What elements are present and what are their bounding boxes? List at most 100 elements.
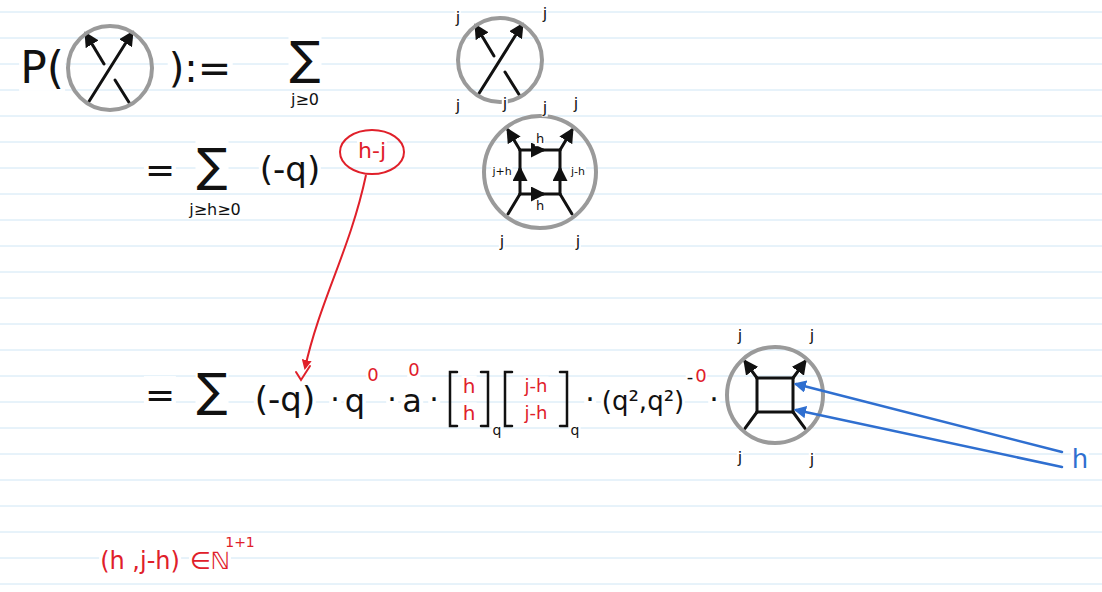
stroke: [757, 377, 793, 380]
stroke: [757, 411, 793, 414]
math-label: 1+1: [224, 535, 256, 550]
check-mark: [296, 366, 310, 380]
stroke: [745, 362, 757, 378]
math-label: a: [401, 385, 423, 419]
bracket: [450, 372, 457, 426]
math-label: j: [575, 234, 581, 251]
math-label: j: [809, 328, 815, 345]
web: [745, 362, 805, 429]
math-label: h-j: [357, 139, 387, 162]
math-label: j-h: [524, 404, 549, 423]
stroke: [560, 130, 572, 150]
stroke: [508, 194, 520, 214]
math-label: (-q): [259, 152, 321, 188]
math-label: h: [462, 403, 477, 424]
math-label: q: [570, 423, 581, 438]
math-label: j-h: [570, 166, 586, 178]
stroke: [559, 150, 562, 194]
ruled-line: [0, 246, 1102, 247]
under-strand: [86, 34, 104, 64]
ruled-line: [0, 532, 1102, 533]
math-label: =: [144, 151, 176, 189]
stroke: [519, 169, 522, 176]
stroke: [559, 169, 562, 176]
math-label: 0: [694, 367, 707, 386]
ruled-line: [0, 38, 1102, 39]
crossing: [86, 33, 132, 104]
stroke: [793, 412, 805, 428]
stroke: [536, 149, 543, 152]
ruled-line: [0, 350, 1102, 351]
disk-boundary: [68, 26, 152, 110]
stroke: [756, 378, 759, 412]
math-label: ):=: [168, 47, 233, 89]
math-label: 0: [366, 366, 379, 385]
math-label: ·: [708, 384, 720, 416]
stroke: [536, 193, 543, 196]
math-label: j≥0: [290, 92, 320, 109]
math-label: j: [737, 450, 743, 467]
math-label: j: [455, 98, 461, 115]
math-label: h: [535, 132, 545, 146]
math-label: ∑: [196, 366, 229, 414]
math-label: 0: [407, 361, 420, 380]
ruled-line: [0, 272, 1102, 273]
math-label: ∑: [196, 141, 229, 189]
ruled-line: [0, 90, 1102, 91]
math-label: j: [455, 10, 461, 27]
math-label: j: [737, 328, 743, 345]
math-label: q: [344, 385, 366, 419]
ruled-line: [0, 428, 1102, 429]
stroke: [520, 193, 560, 196]
crossing: [476, 25, 522, 96]
math-label: j≥h≥0: [188, 202, 242, 219]
ruled-line: [0, 142, 1102, 143]
web: [508, 130, 572, 214]
over-strand: [88, 33, 132, 103]
math-label: ·: [386, 384, 398, 416]
math-label: -: [686, 368, 695, 387]
ruled-line: [0, 64, 1102, 65]
math-label: ·: [584, 384, 596, 416]
pointer-arrow: [796, 410, 1062, 467]
ruled-line: [0, 506, 1102, 507]
math-label: h: [462, 376, 477, 397]
math-label: ·: [428, 384, 440, 416]
math-label: j-h: [524, 377, 549, 396]
math-label: (h ,j-h): [99, 549, 181, 574]
math-label: j: [809, 452, 815, 469]
under-strand: [505, 72, 520, 96]
math-label: =: [144, 376, 176, 414]
stroke: [792, 378, 795, 412]
math-label: ∈ℕ: [189, 549, 231, 574]
highlight-ring: [340, 130, 404, 174]
math-label: (-q): [254, 382, 316, 418]
math-label: j: [573, 96, 579, 113]
under-strand: [115, 80, 130, 104]
math-label: h: [535, 199, 545, 213]
math-label: h: [1071, 446, 1089, 473]
disk-boundary: [727, 347, 823, 443]
math-label: j: [542, 6, 548, 23]
math-label: j: [499, 234, 505, 251]
stroke: [793, 362, 805, 378]
math-label: (q²,q²): [601, 388, 685, 415]
bracket: [560, 372, 567, 426]
ruled-line: [0, 324, 1102, 325]
ruled-line: [0, 298, 1102, 299]
ruled-line: [0, 454, 1102, 455]
bracket: [481, 372, 488, 426]
math-label: j: [502, 96, 508, 113]
math-label: P(: [19, 45, 65, 91]
disk-boundary: [484, 116, 596, 228]
disk-boundary: [458, 18, 542, 102]
ruled-line: [0, 12, 1102, 13]
over-strand: [478, 25, 522, 95]
ruled-line: [0, 194, 1102, 195]
math-label: j: [542, 100, 548, 117]
stroke: [508, 130, 520, 150]
math-label: ·: [329, 384, 341, 416]
math-label: j+h: [491, 166, 512, 178]
stroke: [745, 412, 757, 428]
